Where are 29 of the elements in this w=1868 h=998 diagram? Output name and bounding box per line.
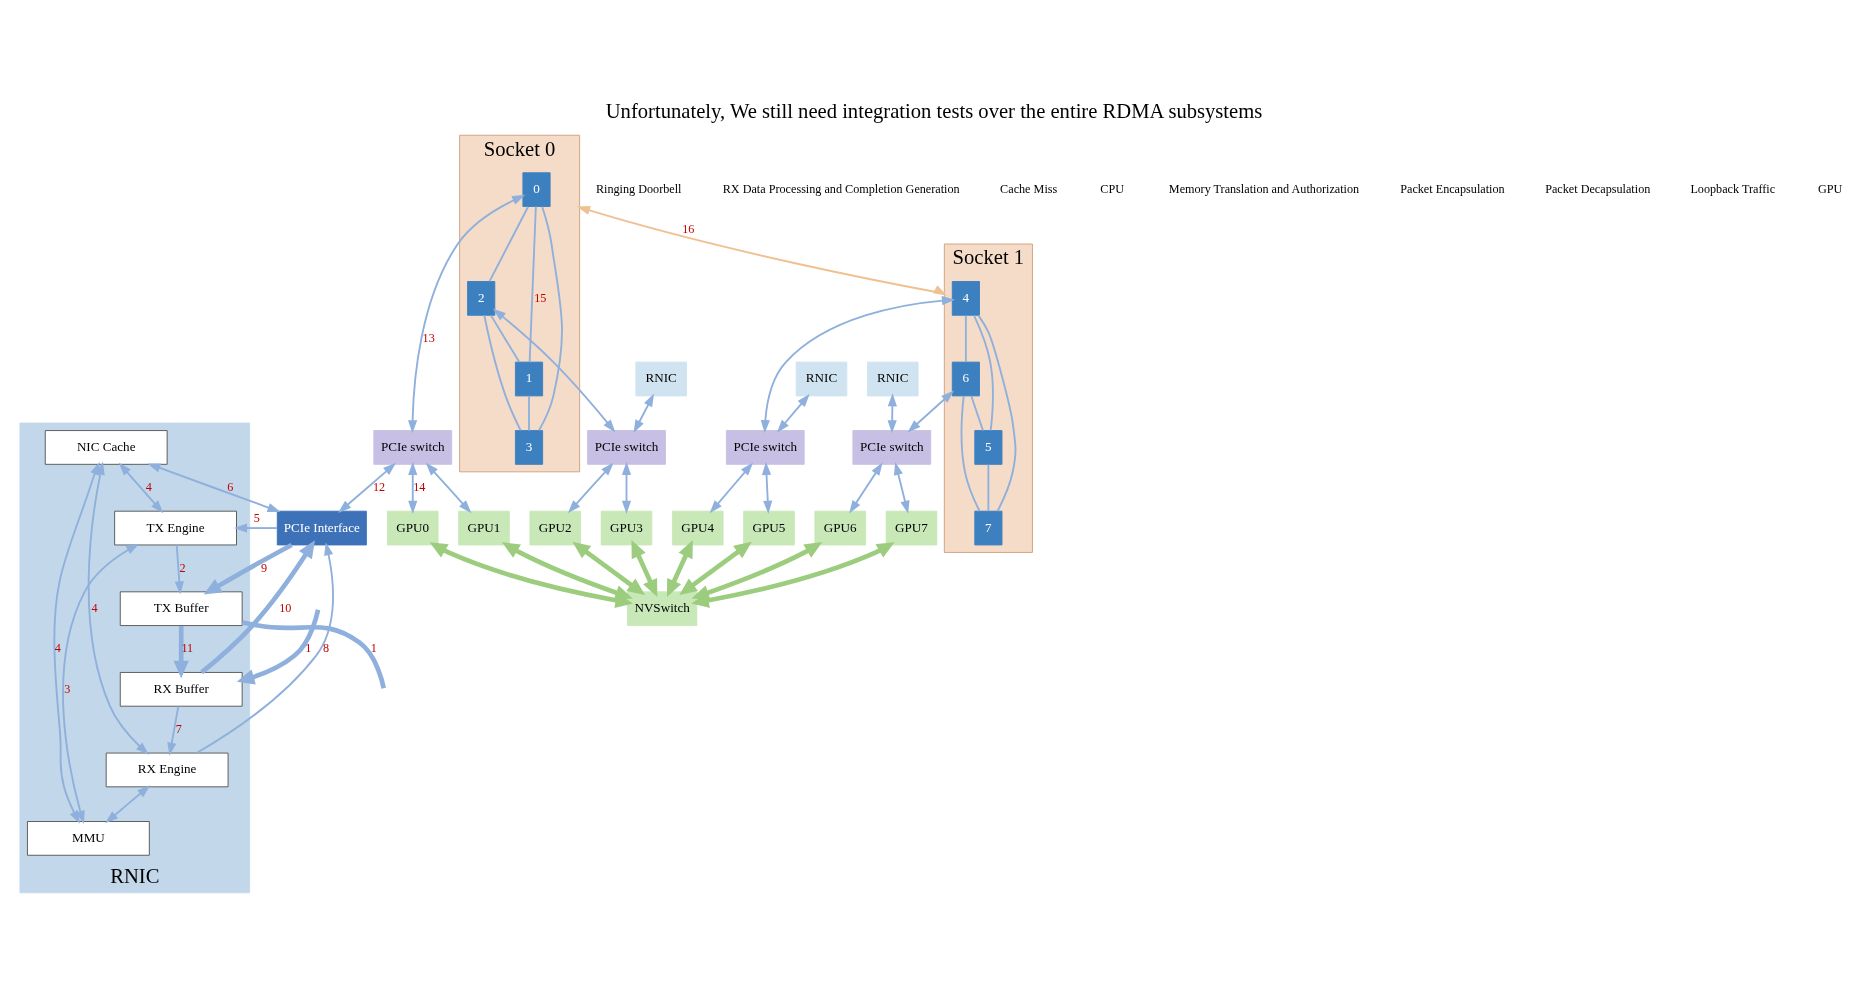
edge-label: 13 [422, 330, 435, 345]
edge-label: 1 [370, 641, 377, 656]
edge-label: 8 [322, 641, 330, 656]
edge-label: 5 [253, 510, 260, 525]
edge-label: 14 [413, 479, 426, 494]
edge-label: 12 [372, 479, 386, 494]
edge-label: 3 [64, 681, 71, 696]
label: Memory Translation and Authorization [1168, 181, 1360, 196]
label: Packet Encapsulation [1400, 181, 1505, 196]
edge-label: 1 [305, 641, 312, 656]
label: Loopback Traffic [1690, 181, 1776, 196]
diagram-title: Unfortunately, We still need integration tests over the entire RDMA subsystems [605, 100, 1263, 122]
label: Cache Miss [1000, 181, 1058, 196]
edge-label: 2 [179, 560, 186, 575]
edge-label: 4 [91, 600, 98, 615]
edge-label: 15 [534, 290, 547, 305]
edge-label: 11 [181, 641, 194, 656]
edge-label: 9 [261, 560, 268, 575]
edge-label: 16 [682, 222, 695, 237]
label: Ringing Doorbell [595, 181, 682, 196]
label: RX Data Processing and Completion Generation [722, 181, 960, 196]
edge-label: 7 [175, 721, 182, 736]
edge-label: 10 [279, 600, 292, 615]
label: Packet Decapsulation [1545, 181, 1651, 196]
edge-label: 4 [54, 641, 61, 656]
label: GPU [1818, 181, 1843, 196]
edge-label: 4 [145, 479, 152, 494]
edge-label: 6 [227, 479, 234, 494]
label: CPU [1100, 181, 1124, 196]
